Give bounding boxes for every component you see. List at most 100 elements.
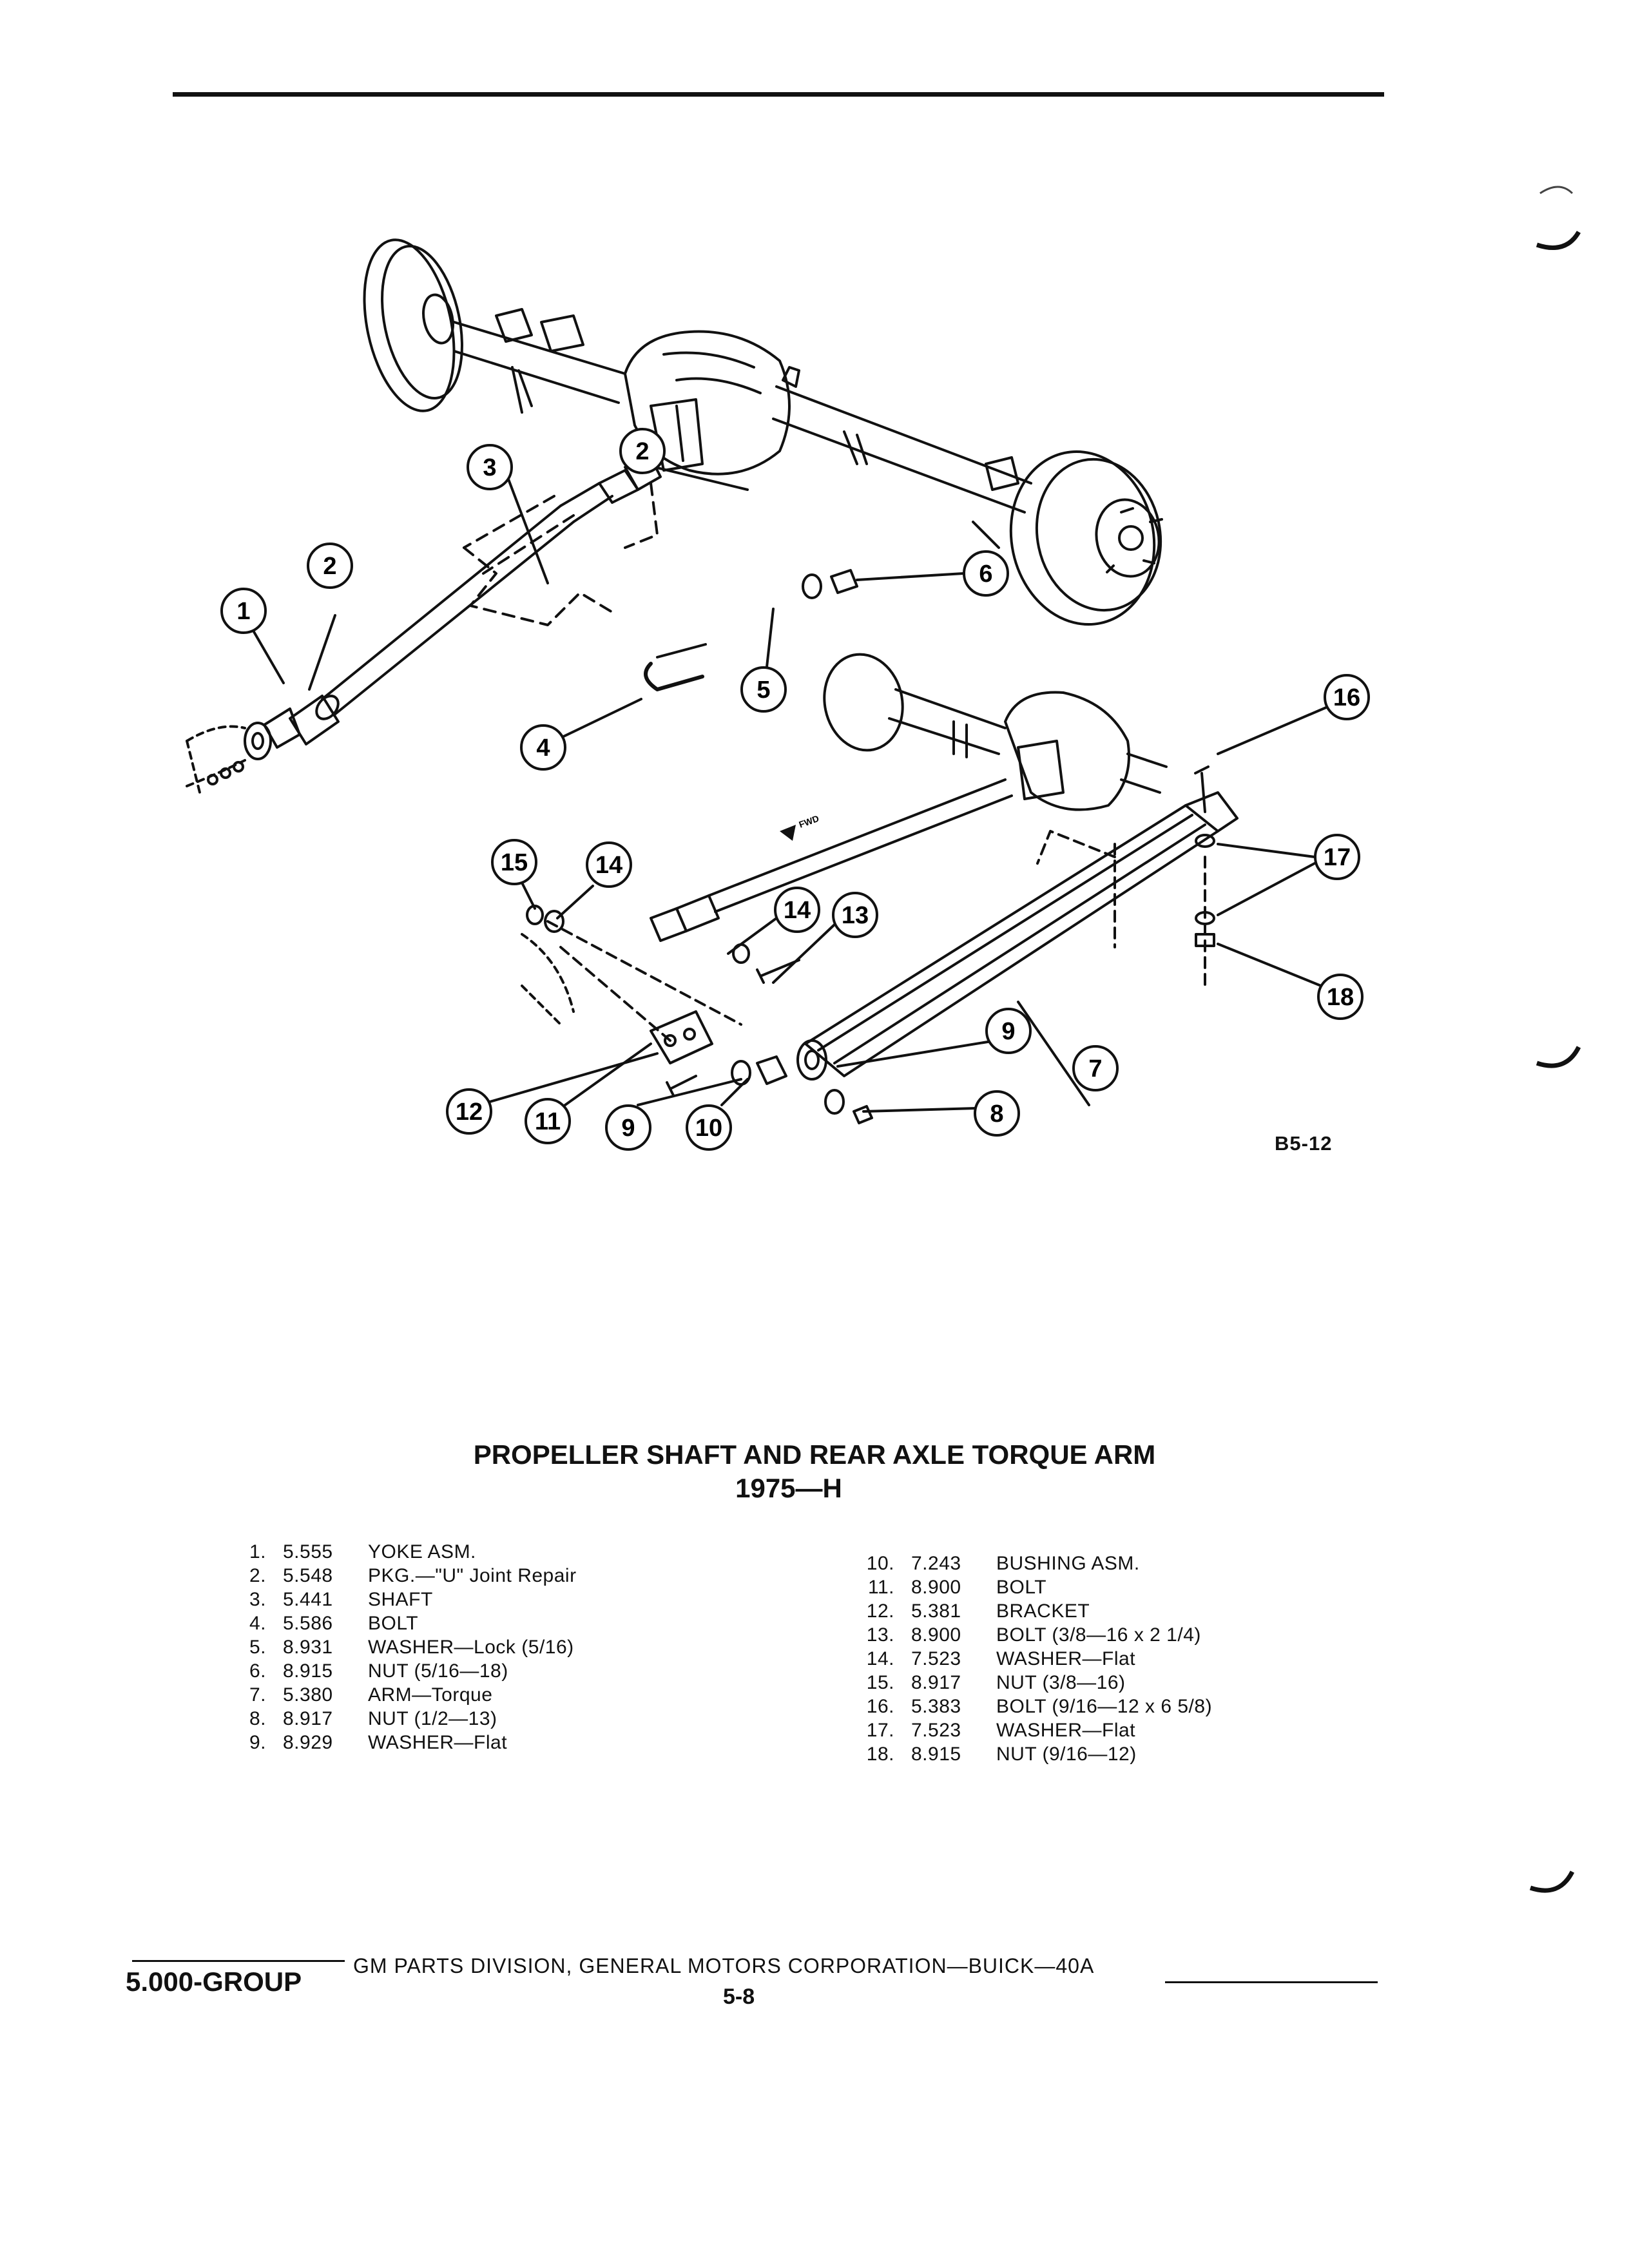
svg-text:9: 9 [621, 1115, 635, 1142]
part-number: 13. [866, 1624, 894, 1646]
footer-group-label: 5.000-GROUP [126, 1966, 302, 1997]
svg-text:2: 2 [635, 438, 649, 465]
svg-text:2: 2 [323, 553, 336, 580]
callout-18: 18 [1317, 974, 1364, 1020]
svg-text:7: 7 [1088, 1055, 1102, 1082]
svg-text:4: 4 [536, 735, 550, 762]
part-description: NUT (3/8—16) [996, 1672, 1126, 1693]
callout-17: 17 [1314, 834, 1360, 880]
propeller-shaft-upper [186, 366, 858, 794]
svg-text:15: 15 [501, 849, 528, 876]
svg-text:16: 16 [1333, 684, 1360, 711]
callout-7: 7 [1072, 1045, 1119, 1091]
svg-text:1: 1 [236, 598, 250, 625]
part-number: 3. [249, 1589, 266, 1610]
callout-2a: 2 [307, 543, 353, 589]
part-code: 8.931 [283, 1637, 333, 1658]
page-subtitle: 1975—H [735, 1473, 842, 1503]
header-rule [173, 92, 1384, 97]
callout-9a: 9 [605, 1104, 651, 1151]
callout-16: 16 [1324, 674, 1370, 720]
part-row: 11. 8.900 BOLT [857, 1575, 1212, 1599]
part-code: 5.381 [911, 1600, 961, 1622]
part-number: 6. [249, 1660, 266, 1682]
part-description: BOLT [368, 1613, 419, 1634]
parts-diagram: 1 2 3 2 4 5 6 [186, 238, 1370, 1151]
part-number: 12. [866, 1600, 894, 1622]
part-description: NUT (9/16—12) [996, 1744, 1137, 1765]
callout-6: 6 [963, 550, 1009, 597]
svg-text:14: 14 [595, 852, 622, 879]
part-description: WASHER—Flat [368, 1732, 508, 1753]
footer-publisher: GM PARTS DIVISION, GENERAL MOTORS CORPOR… [353, 1954, 1095, 1977]
svg-text:8: 8 [990, 1100, 1003, 1128]
part-number: 18. [866, 1744, 894, 1765]
callout-2b: 2 [619, 428, 666, 474]
part-number: 17. [866, 1720, 894, 1741]
footer-rule-right [1165, 1981, 1378, 1983]
svg-text:17: 17 [1324, 844, 1351, 871]
part-number: 8. [249, 1708, 266, 1729]
forward-arrow-indicator: FWD [780, 813, 820, 841]
part-description: BUSHING ASM. [996, 1553, 1140, 1574]
part-code: 5.383 [911, 1696, 961, 1717]
part-code: 8.900 [911, 1577, 961, 1598]
part-number: 11. [868, 1577, 894, 1598]
part-description: BRACKET [996, 1600, 1090, 1622]
part-description: BOLT (9/16—12 x 6 5/8) [996, 1696, 1213, 1717]
callout-1: 1 [220, 588, 267, 634]
part-code: 5.548 [283, 1565, 333, 1586]
part-number: 4. [249, 1613, 266, 1634]
svg-text:12: 12 [456, 1099, 483, 1126]
part-description: ARM—Torque [368, 1684, 493, 1706]
part-code: 8.917 [911, 1672, 961, 1693]
part-row: 6. 8.915 NUT (5/16—18) [229, 1659, 577, 1683]
callout-11: 11 [525, 1098, 571, 1144]
part-code: 7.523 [911, 1720, 961, 1741]
svg-text:11: 11 [535, 1108, 561, 1135]
part-number: 2. [249, 1565, 266, 1586]
part-code: 5.586 [283, 1613, 333, 1634]
svg-text:14: 14 [784, 897, 811, 924]
svg-text:18: 18 [1327, 984, 1354, 1011]
part-code: 7.523 [911, 1648, 961, 1669]
binder-hole-mark [1536, 186, 1581, 250]
part-description: NUT (5/16—18) [368, 1660, 508, 1682]
part-code: 5.555 [283, 1541, 333, 1562]
part-code: 8.917 [283, 1708, 333, 1729]
part-number: 15. [866, 1672, 894, 1693]
part-row: 12. 5.381 BRACKET [857, 1599, 1212, 1623]
callout-4: 4 [520, 724, 566, 771]
part-description: WASHER—Flat [996, 1648, 1136, 1669]
part-row: 17. 7.523 WASHER—Flat [857, 1718, 1212, 1742]
svg-text:5: 5 [757, 677, 770, 704]
page-number: 5-8 [723, 1984, 755, 2009]
parts-list-right: 10. 7.243 BUSHING ASM. 11. 8.900 BOLT 12. 5.3… [857, 1552, 1212, 1766]
part-description: NUT (1/2—13) [368, 1708, 497, 1729]
part-description: WASHER—Lock (5/16) [368, 1637, 574, 1658]
footer-rule-left [132, 1960, 345, 1962]
part-row: 8. 8.917 NUT (1/2—13) [229, 1707, 577, 1731]
callout-15: 15 [491, 839, 537, 885]
svg-text:10: 10 [695, 1115, 722, 1142]
part-number: 10. [866, 1553, 894, 1574]
svg-text:9: 9 [1001, 1018, 1015, 1045]
part-code: 5.441 [283, 1589, 333, 1610]
callout-9b: 9 [985, 1008, 1032, 1054]
part-code: 8.900 [911, 1624, 961, 1646]
part-description: WASHER—Flat [996, 1720, 1136, 1741]
callout-12: 12 [446, 1088, 492, 1135]
part-code: 8.915 [283, 1660, 333, 1682]
part-row: 4. 5.586 BOLT [229, 1611, 577, 1635]
part-code: 7.243 [911, 1553, 961, 1574]
part-description: YOKE ASM. [368, 1541, 476, 1562]
binder-hole-mark [1536, 1046, 1581, 1068]
part-description: BOLT [996, 1577, 1047, 1598]
part-code: 8.929 [283, 1732, 333, 1753]
